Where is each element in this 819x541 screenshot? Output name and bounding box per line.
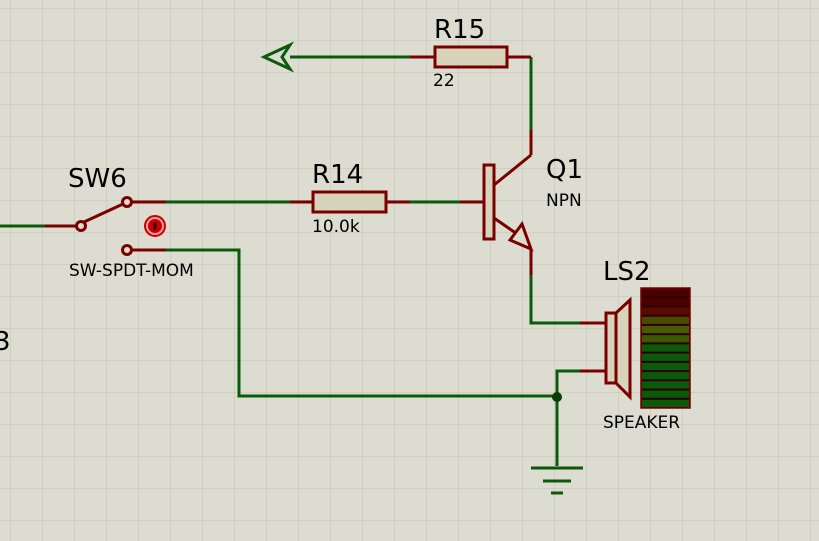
meter-segment (642, 325, 689, 334)
ground-icon[interactable] (531, 466, 583, 495)
sw6-value-label: SW-SPDT-MOM (69, 261, 194, 281)
r15-value-label: 22 (433, 71, 455, 91)
sw6-ref-label: SW6 (68, 164, 127, 194)
ls2-value-label: SPEAKER (603, 413, 680, 433)
r14-ref-label: R14 (312, 160, 363, 190)
r15-ref-label: R15 (434, 15, 485, 45)
meter-segment (642, 307, 689, 315)
ls2-ref-label: LS2 (603, 257, 651, 287)
wire-speaker-junction[interactable] (555, 369, 580, 396)
wire-sw-ground[interactable] (166, 248, 557, 398)
meter-segment (642, 335, 689, 343)
meter-segment (642, 399, 689, 407)
speaker-ls2[interactable] (580, 296, 632, 401)
switch-sw6[interactable] (45, 196, 166, 256)
meter-segment (642, 372, 689, 380)
meter-segment (642, 390, 689, 398)
meter-segment (642, 353, 689, 361)
edge-net-label: 3 (0, 327, 11, 357)
resistor-r15[interactable] (410, 45, 531, 69)
q1-ref-label: Q1 (546, 155, 583, 185)
q1-value-label: NPN (546, 191, 582, 211)
meter-segment (642, 289, 689, 297)
terminal-arrow-icon[interactable] (260, 41, 295, 73)
r14-value-label: 10.0k (312, 217, 360, 237)
wire-q1-speaker[interactable] (529, 275, 580, 325)
logic-probe-icon[interactable] (144, 215, 166, 237)
meter-segment (642, 316, 689, 324)
meter-segment (642, 381, 689, 389)
meter-segment (642, 344, 689, 352)
meter-segment (642, 362, 689, 371)
junction-dot (552, 392, 562, 402)
meter-segment (642, 298, 689, 306)
resistor-r14[interactable] (290, 190, 410, 214)
speaker-level-meter (640, 287, 691, 409)
transistor-q1[interactable] (460, 130, 534, 275)
